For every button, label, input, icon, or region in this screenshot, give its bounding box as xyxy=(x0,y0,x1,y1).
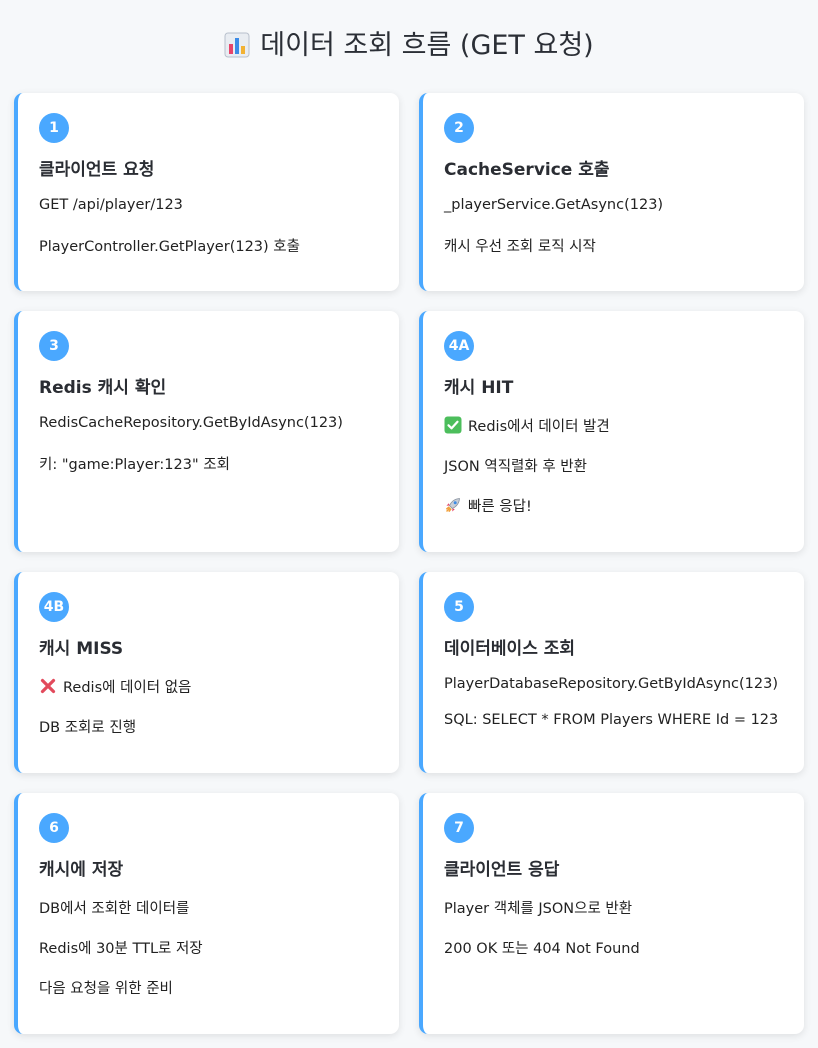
step-card-4b: 4B 캐시 MISS Redis에 데이터 없음 DB 조회로 진행 xyxy=(14,572,399,773)
bar-chart-icon xyxy=(224,30,250,58)
step-badge: 3 xyxy=(39,331,69,361)
step-badge: 1 xyxy=(39,113,69,143)
step-badge: 7 xyxy=(444,813,474,843)
step-detail: Redis에서 데이터 발견 xyxy=(444,415,610,436)
rocket-icon xyxy=(444,496,462,514)
step-title: CacheService 호출 xyxy=(444,160,610,180)
step-title: 클라이언트 응답 xyxy=(444,860,560,880)
step-detail: DB에서 조회한 데이터를 xyxy=(39,901,190,917)
step-detail: 200 OK 또는 404 Not Found xyxy=(444,941,640,957)
step-detail: _playerService.GetAsync(123) xyxy=(444,197,664,213)
step-detail: Player 객체를 JSON으로 반환 xyxy=(444,901,633,917)
step-detail-text: Redis에서 데이터 발견 xyxy=(468,419,610,435)
step-detail: 빠른 응답! xyxy=(444,495,532,516)
step-card-1: 1 클라이언트 요청 GET /api/player/123 PlayerCon… xyxy=(14,93,399,291)
step-card-3: 3 Redis 캐시 확인 RedisCacheRepository.GetBy… xyxy=(14,311,399,552)
cross-mark-icon xyxy=(39,677,57,695)
step-title: 데이터베이스 조회 xyxy=(444,639,576,659)
step-detail: JSON 역직렬화 후 반환 xyxy=(444,459,587,475)
step-detail: Redis에 30분 TTL로 저장 xyxy=(39,941,203,957)
step-detail: Redis에 데이터 없음 xyxy=(39,676,191,697)
step-detail-text: 빠른 응답! xyxy=(468,499,532,515)
step-card-5: 5 데이터베이스 조회 PlayerDatabaseRepository.Get… xyxy=(419,572,804,773)
step-title: 클라이언트 요청 xyxy=(39,160,155,180)
step-badge: 4B xyxy=(39,592,69,622)
step-detail: DB 조회로 진행 xyxy=(39,720,137,736)
step-card-6: 6 캐시에 저장 DB에서 조회한 데이터를 Redis에 30분 TTL로 저… xyxy=(14,793,399,1034)
step-title: 캐시에 저장 xyxy=(39,860,124,880)
step-detail: GET /api/player/123 xyxy=(39,197,183,213)
step-badge: 6 xyxy=(39,813,69,843)
step-card-7: 7 클라이언트 응답 Player 객체를 JSON으로 반환 200 OK 또… xyxy=(419,793,804,1034)
page-title: 데이터 조회 흐름 (GET 요청) xyxy=(0,26,818,66)
step-badge: 2 xyxy=(444,113,474,143)
step-badge: 5 xyxy=(444,592,474,622)
step-detail: SQL: SELECT * FROM Players WHERE Id = 12… xyxy=(444,712,779,728)
step-detail: 다음 요청을 위한 준비 xyxy=(39,981,173,997)
step-card-4a: 4A 캐시 HIT Redis에서 데이터 발견 JSON 역직렬화 후 반환 … xyxy=(419,311,804,552)
step-detail: RedisCacheRepository.GetByIdAsync(123) xyxy=(39,415,343,431)
step-detail: PlayerDatabaseRepository.GetByIdAsync(12… xyxy=(444,676,779,692)
step-badge: 4A xyxy=(444,331,474,361)
page-title-text: 데이터 조회 흐름 (GET 요청) xyxy=(260,30,594,61)
step-detail-text: Redis에 데이터 없음 xyxy=(63,680,192,696)
check-mark-icon xyxy=(444,416,462,434)
step-detail: 캐시 우선 조회 로직 시작 xyxy=(444,239,596,255)
step-title: 캐시 MISS xyxy=(39,639,124,659)
step-card-2: 2 CacheService 호출 _playerService.GetAsyn… xyxy=(419,93,804,291)
step-title: 캐시 HIT xyxy=(444,378,514,398)
step-title: Redis 캐시 확인 xyxy=(39,378,167,398)
step-detail: PlayerController.GetPlayer(123) 호출 xyxy=(39,239,300,255)
step-detail: 키: "game:Player:123" 조회 xyxy=(39,457,230,473)
